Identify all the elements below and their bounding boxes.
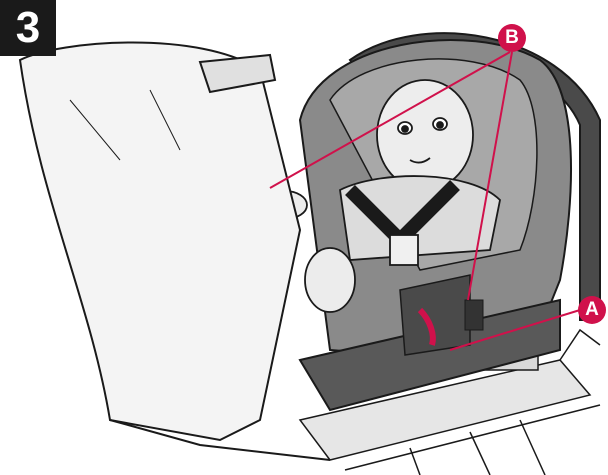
callout-b-badge: B (498, 24, 526, 52)
callout-a-badge: A (578, 296, 606, 324)
stroller-cover (20, 43, 330, 461)
step-number-badge: 3 (0, 0, 56, 56)
